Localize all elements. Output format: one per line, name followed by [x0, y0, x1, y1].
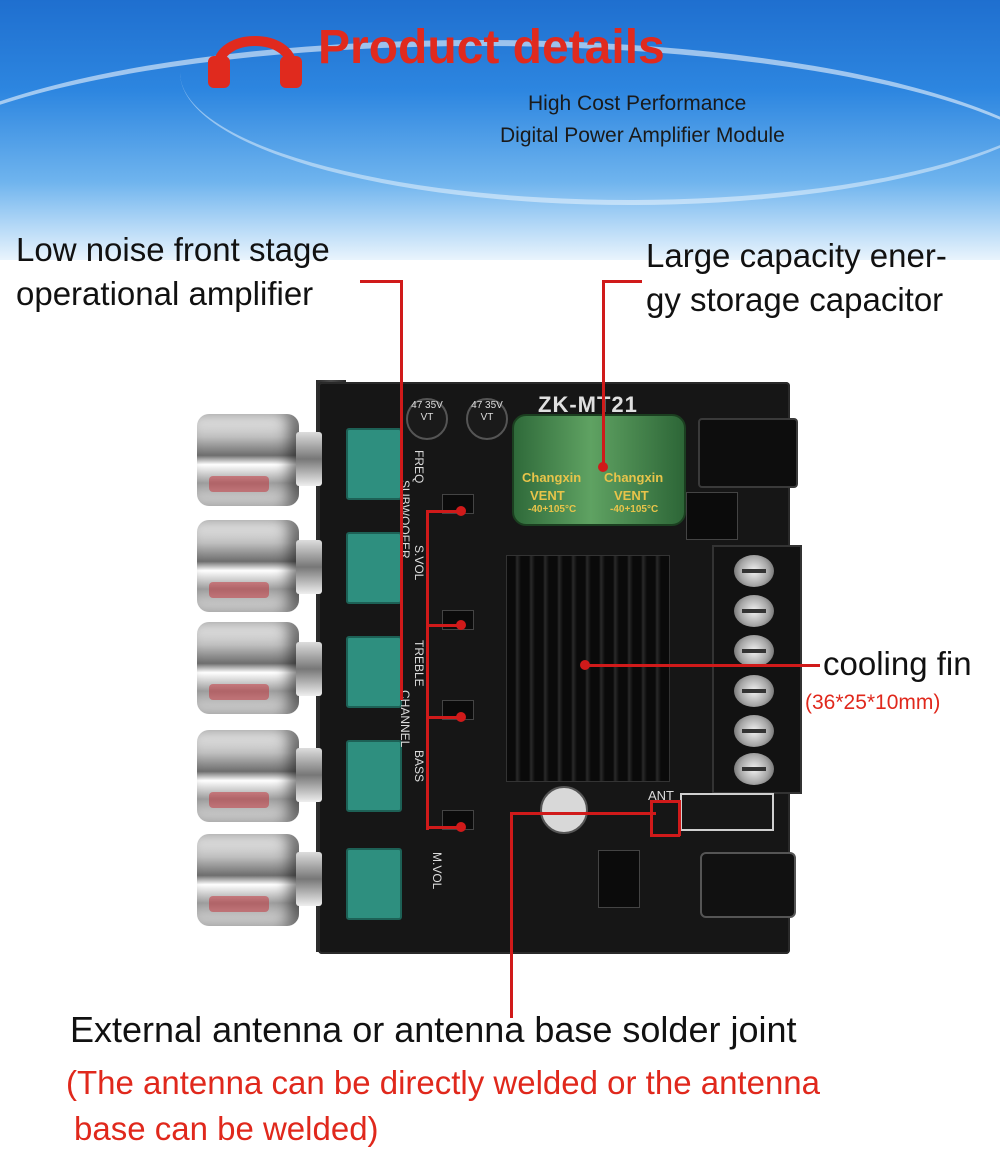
bluetooth-chip	[598, 850, 640, 908]
callout-capacitor-line-1: Large capacity ener-	[646, 237, 947, 274]
subtitle-line-2: Digital Power Amplifier Module	[500, 124, 785, 147]
callout-line	[584, 664, 820, 667]
callout-line	[510, 812, 513, 1018]
capacitor-temp: -40+105°C	[528, 504, 577, 515]
callout-antenna-note-line-1: (The antenna can be directly welded or t…	[66, 1064, 821, 1101]
small-capacitor	[540, 786, 588, 834]
knob-collar	[296, 432, 322, 486]
callout-dot	[456, 822, 466, 832]
callout-line	[650, 800, 653, 836]
callout-capacitor-line-2: gy storage capacitor	[646, 281, 944, 318]
small-capacitor: 47 35V VT	[406, 398, 448, 440]
silk-svol: S.VOL	[412, 545, 426, 581]
callout-line	[360, 280, 403, 283]
knob-collar	[296, 540, 322, 594]
silk-freq: FREQ	[412, 450, 426, 484]
callout-opamp-line-2: operational amplifier	[16, 275, 314, 312]
terminal-screw[interactable]	[734, 635, 774, 667]
knob-freq[interactable]	[197, 414, 299, 506]
silk-mvol: M.VOL	[430, 852, 444, 890]
silk-channel: CHANNEL	[398, 690, 412, 748]
terminal-screw[interactable]	[734, 715, 774, 747]
capacitor-brand: Changxin	[522, 470, 582, 485]
subtitle-line-1: High Cost Performance	[528, 92, 747, 115]
silk-ant: ANT	[648, 788, 674, 803]
callout-line	[678, 800, 681, 836]
potentiometer	[346, 428, 402, 500]
callout-line	[426, 510, 462, 513]
capacitor-vent: VENT	[614, 488, 649, 503]
aux-audio-jack[interactable]	[700, 852, 796, 918]
knob-bass[interactable]	[197, 730, 299, 822]
regulator-chip	[686, 492, 738, 540]
potentiometer	[346, 848, 402, 920]
small-capacitor: 47 35V VT	[466, 398, 508, 440]
callout-line	[426, 826, 462, 829]
terminal-screw[interactable]	[734, 595, 774, 627]
callout-cooling-spec: (36*25*10mm)	[805, 691, 941, 714]
knob-svol[interactable]	[197, 520, 299, 612]
silk-bass: BASS	[412, 750, 426, 783]
headphones-icon	[208, 36, 302, 88]
callout-dot	[456, 506, 466, 516]
terminal-screw[interactable]	[734, 675, 774, 707]
header-banner	[0, 0, 1000, 260]
pcb-antenna	[680, 793, 774, 831]
callout-line	[426, 716, 462, 719]
potentiometer	[346, 636, 402, 708]
knob-collar	[296, 642, 322, 696]
potentiometer	[346, 532, 402, 604]
knob-collar	[296, 748, 322, 802]
terminal-screw[interactable]	[734, 555, 774, 587]
dc-power-jack[interactable]	[698, 418, 798, 488]
terminal-screw[interactable]	[734, 753, 774, 785]
callout-line	[510, 812, 656, 815]
capacitor-vent: VENT	[530, 488, 565, 503]
speaker-terminal-block	[712, 545, 802, 794]
callout-dot	[598, 462, 608, 472]
capacitor-brand: Changxin	[604, 470, 664, 485]
callout-dot	[456, 712, 466, 722]
callout-line	[426, 510, 429, 830]
silk-treble: TREBLE	[412, 640, 426, 687]
callout-line	[602, 280, 642, 283]
capacitor-temp: -40+105°C	[610, 504, 659, 515]
callout-antenna-note-line-2: base can be welded)	[74, 1110, 379, 1147]
callout-line	[426, 624, 462, 627]
callout-line	[400, 280, 403, 700]
knob-collar	[296, 852, 322, 906]
callout-antenna-label: External antenna or antenna base solder …	[70, 1009, 797, 1050]
callout-dot	[456, 620, 466, 630]
callout-opamp-line-1: Low noise front stage	[16, 231, 330, 268]
callout-line	[602, 280, 605, 466]
page-title: Product details	[318, 21, 665, 74]
knob-treble[interactable]	[197, 622, 299, 714]
decorative-swoosh	[180, 0, 1000, 205]
callout-line	[650, 800, 680, 803]
potentiometer	[346, 740, 402, 812]
callout-cooling-label: cooling fin	[823, 645, 972, 682]
callout-dot	[580, 660, 590, 670]
callout-line	[650, 834, 680, 837]
knob-mvol[interactable]	[197, 834, 299, 926]
board-model-label: ZK-MT21	[538, 392, 638, 417]
